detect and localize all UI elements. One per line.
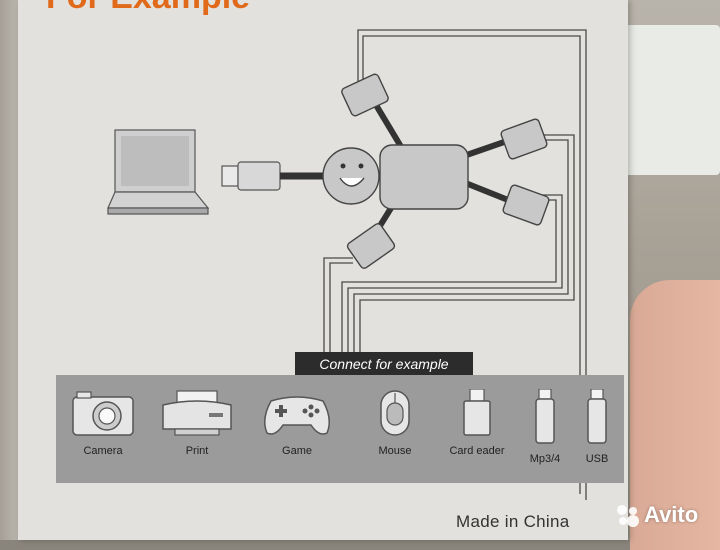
- device-mouse: Mouse: [354, 389, 436, 457]
- mp3-player-icon: [535, 389, 555, 444]
- device-label: Card eader: [449, 445, 505, 457]
- printer-icon: [162, 390, 232, 436]
- card-reader-icon: [463, 389, 491, 436]
- usb-stick-icon: [587, 389, 607, 444]
- device-usb: USB: [556, 389, 638, 465]
- background-hand: [630, 280, 720, 550]
- device-mp3: Mp3/4: [504, 389, 586, 465]
- device-label: Mp3/4: [529, 453, 561, 465]
- device-label: Game: [282, 445, 312, 457]
- camera-icon: [72, 391, 134, 436]
- device-camera: Camera: [62, 389, 144, 457]
- gamepad-icon: [264, 396, 330, 435]
- device-strip: Camera Print Game: [56, 375, 624, 483]
- avito-text: Avito: [644, 502, 699, 527]
- avito-watermark: Avito: [614, 500, 698, 530]
- device-label: Camera: [83, 445, 123, 457]
- usb-plug-icon: [221, 161, 328, 191]
- laptop-icon: [107, 129, 210, 215]
- device-label: USB: [585, 453, 609, 465]
- device-print: Print: [156, 389, 238, 457]
- product-box: For Example: [18, 0, 628, 540]
- mouse-icon: [380, 390, 410, 436]
- background-card: [625, 25, 720, 175]
- device-label: Print: [185, 445, 209, 457]
- box-title: For Example: [46, 0, 250, 17]
- caption-bar: Connect for example: [295, 352, 473, 378]
- usb-hub-robot: [322, 73, 550, 269]
- made-in-text: Made in China: [456, 512, 570, 531]
- device-game: Game: [256, 389, 338, 457]
- connection-diagram: [107, 29, 587, 500]
- cable-lines: [323, 29, 587, 500]
- device-label: Mouse: [378, 445, 412, 457]
- device-card-reader: Card eader: [436, 389, 518, 457]
- caption-text: Connect for example: [319, 356, 449, 372]
- avito-dots-icon: [617, 505, 639, 527]
